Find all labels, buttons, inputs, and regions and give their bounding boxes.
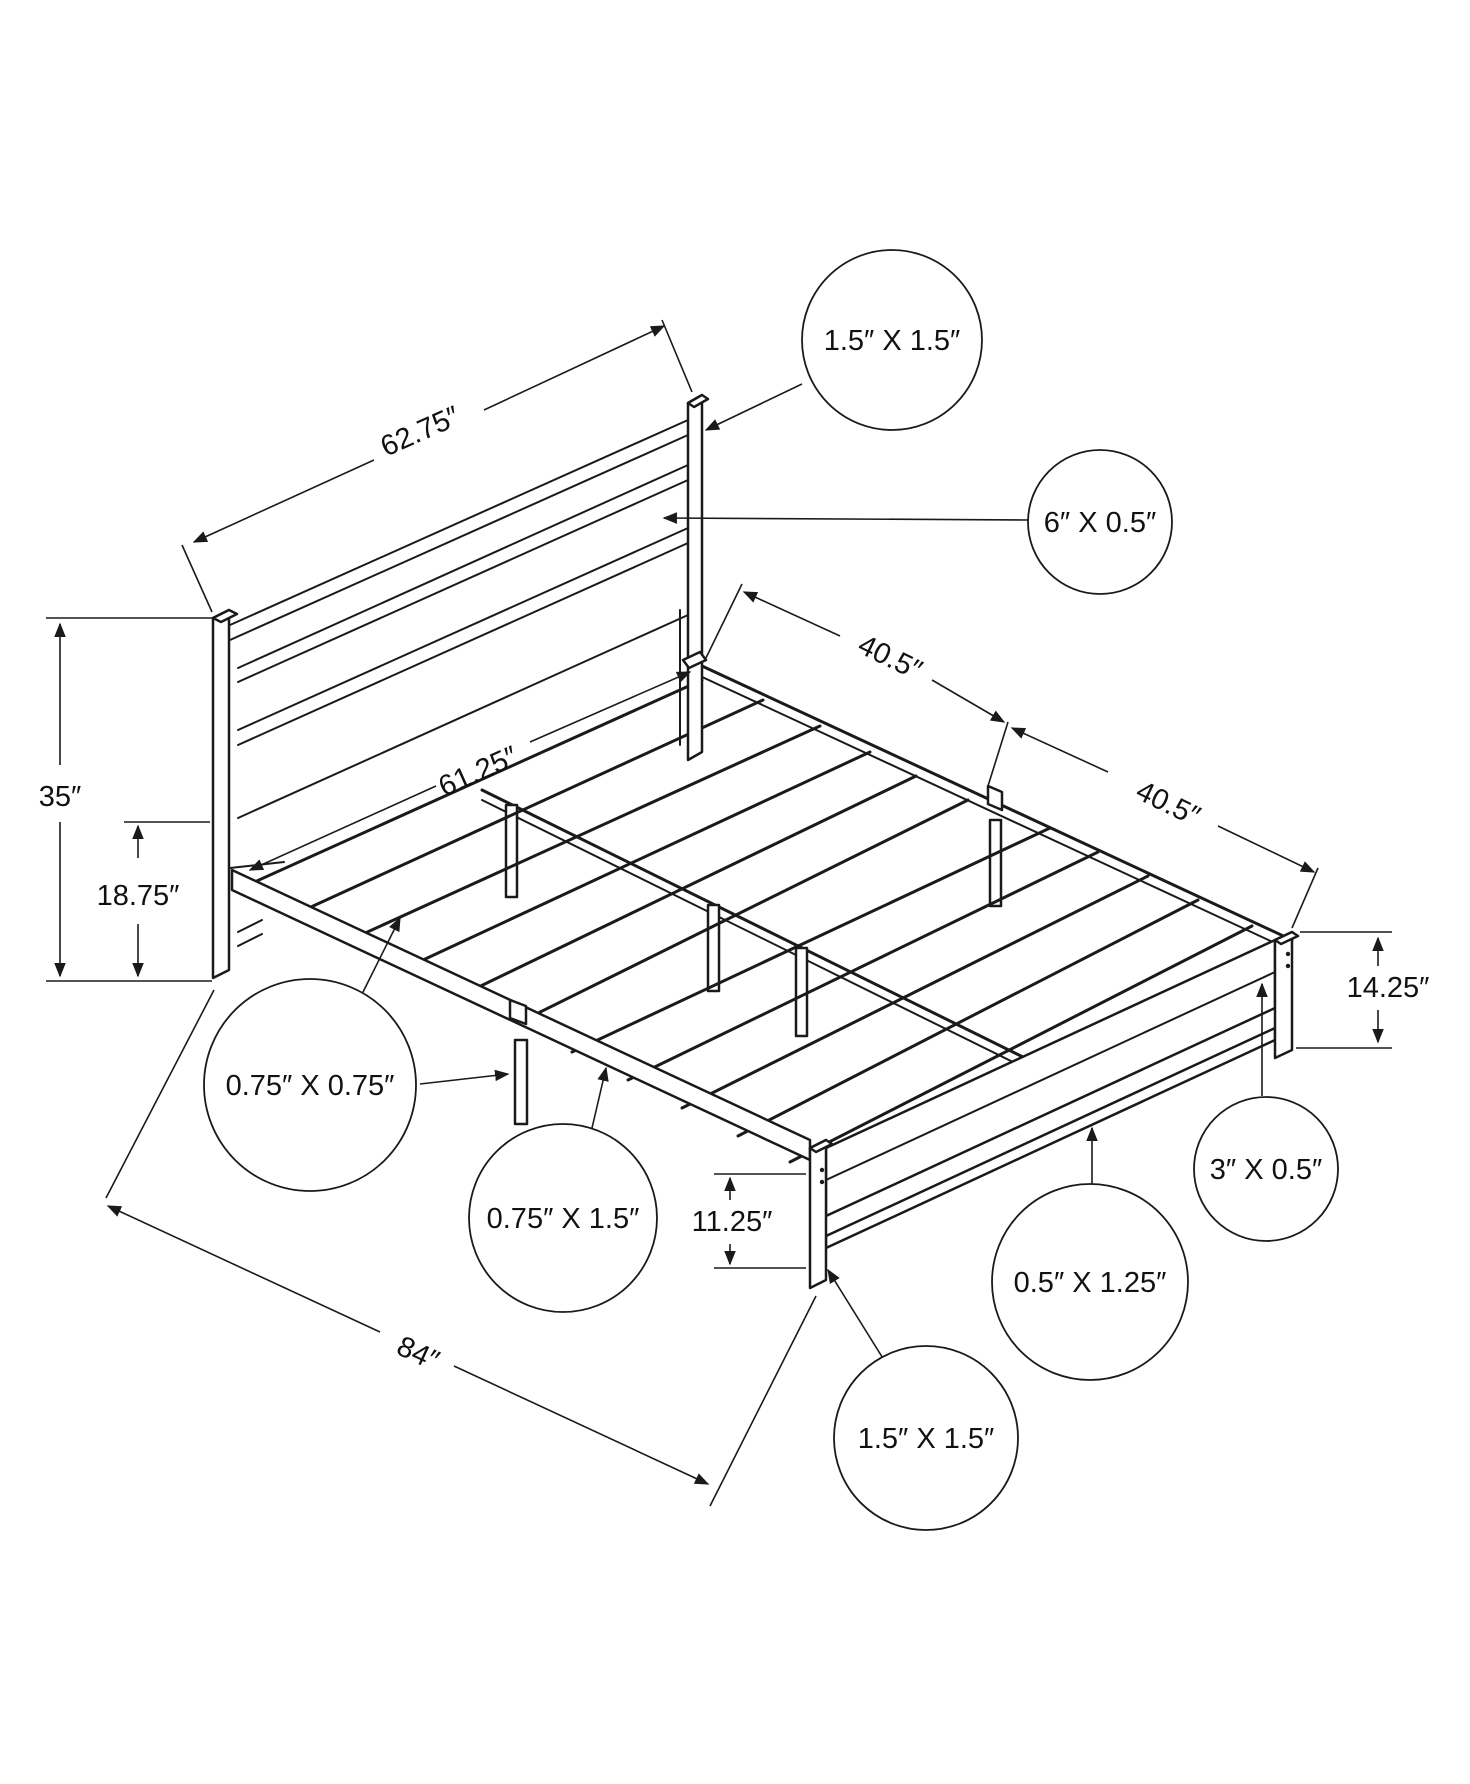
callout-slat [203,978,417,1192]
callouts: 1.5″ X 1.5″ 6″ X 0.5″ 0.75″ X 0.75″ 0.75… [203,249,1339,1531]
bed-frame-drawing [211,393,1300,1290]
callout-headboard-panel-label: 6″ X 0.5″ [1044,507,1156,539]
dim-headboard-width: 62.75″ [376,400,465,463]
dim-side-front: 40.5″ [853,629,927,687]
callout-footboard-post-label: 1.5″ X 1.5″ [858,1423,995,1455]
footboard [808,930,1300,1290]
callout-headboard-panel [1027,449,1173,595]
dim-side-back: 40.5″ [1131,775,1205,833]
dim-leg-clearance: 11.25″ [692,1206,773,1238]
slats [246,678,1254,1164]
center-support-rail [480,788,1027,1069]
dim-headboard-height: 35″ [39,781,82,813]
callout-slat-label: 0.75″ X 0.75″ [226,1070,395,1102]
callout-footboard-bar-label: 0.5″ X 1.25″ [1014,1267,1167,1299]
callout-headboard-post [801,249,983,431]
dim-inner-width: 61.25″ [434,740,523,803]
callout-footboard-post [833,1345,1019,1531]
dim-footboard-height: 14.25″ [1347,972,1430,1004]
callout-footboard-panel-label: 3″ X 0.5″ [1210,1154,1322,1186]
callout-side-rail [468,1123,658,1313]
dim-rail-height: 18.75″ [97,880,180,912]
headboard [211,393,710,980]
callout-side-rail-label: 0.75″ X 1.5″ [487,1203,640,1235]
callout-footboard-panel [1193,1096,1339,1242]
callout-footboard-bar [991,1183,1189,1381]
callout-headboard-post-label: 1.5″ X 1.5″ [824,325,961,357]
dim-overall-length: 84″ [392,1330,444,1377]
